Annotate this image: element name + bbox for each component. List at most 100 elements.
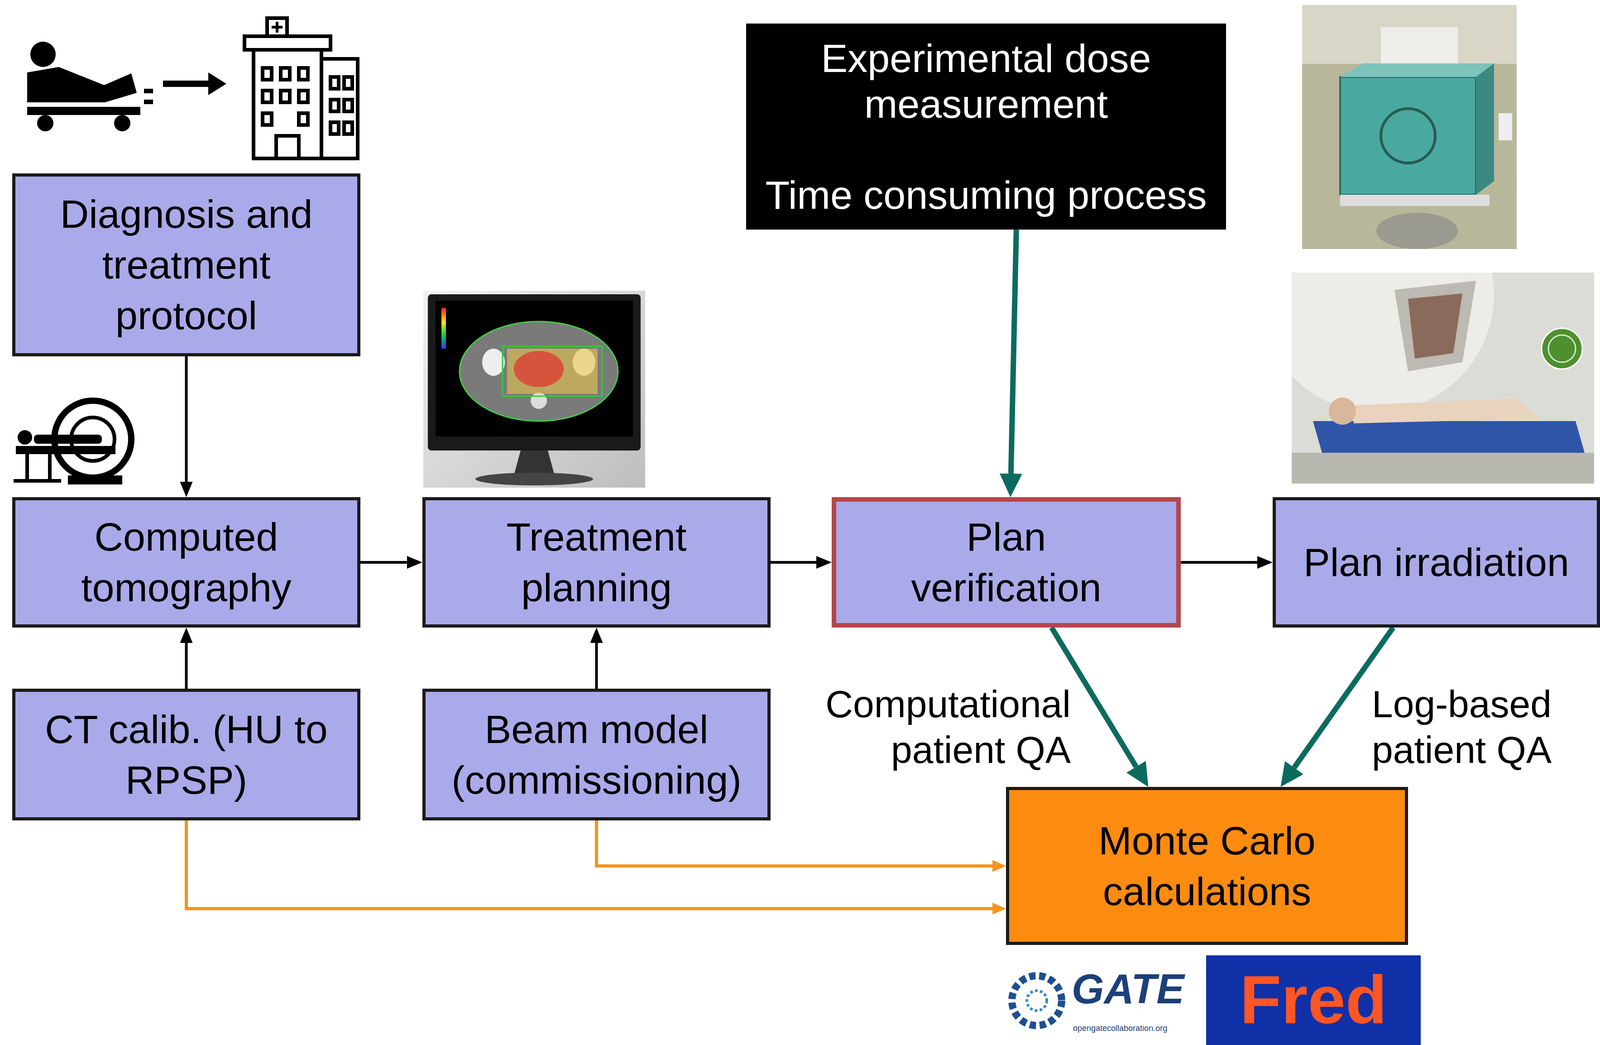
hospital-icon-part — [344, 99, 353, 112]
water-phantom-photo-part — [1340, 63, 1495, 77]
ct-scanner-icon-part — [25, 454, 29, 480]
ct-scanner-icon-part — [33, 434, 102, 444]
planning-monitor-part — [441, 307, 446, 349]
planning-monitor-part — [427, 294, 641, 451]
treatment-room-photo — [1291, 272, 1595, 484]
stretcher-icon-part — [114, 114, 131, 132]
fred-logo-background-part — [1206, 955, 1421, 1045]
monte-carlo-box: Monte Carlo calculations — [1005, 786, 1409, 945]
water-phantom-photo-part — [1340, 194, 1490, 206]
ct-scanner-icon-part — [47, 454, 52, 480]
water-phantom-photo-part — [1340, 76, 1476, 195]
hospital-icon-part — [330, 76, 339, 89]
hospital-icon-part — [330, 122, 339, 135]
ct-scanner-icon — [13, 400, 132, 485]
hospital-icon-part — [321, 58, 358, 159]
hospital-icon-part — [244, 36, 331, 50]
process-box: Plan irradiation — [1272, 497, 1600, 628]
water-phantom-photo-part — [1380, 108, 1436, 163]
hospital-icon-part — [276, 135, 299, 159]
hospital-icon-part — [298, 67, 308, 80]
stretcher-icon — [27, 41, 154, 132]
water-phantom-photo — [1302, 4, 1517, 250]
planning-monitor-part — [513, 450, 555, 476]
planning-monitor-part — [423, 290, 646, 488]
transfer-arrow-part — [162, 80, 211, 87]
treatment-room-photo-part — [1291, 272, 1495, 412]
hospital-icon-part — [298, 90, 308, 103]
planning-monitor-part — [530, 392, 547, 409]
node-text: Diagnosis and treatment protocol — [33, 188, 340, 341]
water-phantom-photo-part — [1376, 212, 1458, 250]
treatment-room-photo-part — [1541, 328, 1583, 369]
node-text: Plan verification — [879, 511, 1134, 614]
planning-monitor-part — [482, 348, 505, 376]
treatment-room-photo-part — [1328, 397, 1356, 425]
stretcher-icon-part — [30, 41, 56, 68]
planning-monitor — [423, 290, 646, 488]
hospital-icon-part — [253, 49, 322, 159]
stretcher-icon-part — [27, 106, 141, 115]
connector-arrow — [596, 820, 993, 867]
process-box: Treatment planning — [422, 497, 771, 628]
connector-arrow — [1010, 229, 1017, 474]
node-text: Treatment planning — [443, 511, 750, 614]
process-box: Computed tomography — [12, 497, 361, 628]
hospital-icon-part — [344, 122, 353, 135]
planning-monitor-part — [475, 472, 594, 486]
process-box: Beam model (commissioning) — [422, 688, 771, 821]
treatment-room-photo-part — [1312, 421, 1585, 453]
node-text: Experimental dose measurement — [800, 35, 1172, 127]
transfer-arrow-part — [208, 72, 227, 96]
highlighted-process-box: Plan verification — [831, 497, 1181, 628]
stretcher-icon-part — [37, 114, 54, 132]
hospital-icon-part — [280, 90, 290, 103]
hospital-icon-part — [267, 18, 288, 37]
logo-text: Fred — [1206, 958, 1421, 1041]
node-text: CT calib. (HU to RPSP) — [33, 704, 340, 806]
edge-label: Log-based patient QA — [1371, 681, 1567, 773]
connector-arrow — [185, 356, 188, 482]
edge-label: Computational patient QA — [817, 681, 1071, 773]
hospital-icon-part — [262, 113, 272, 125]
node-text: Plan irradiation — [1303, 536, 1570, 588]
ct-scanner-icon-part — [15, 445, 116, 455]
transfer-arrow — [162, 72, 227, 96]
treatment-room-photo-part — [1408, 293, 1463, 359]
planning-monitor-part — [502, 346, 603, 397]
ct-scanner-icon-part — [17, 430, 33, 445]
connector-arrow — [185, 642, 188, 689]
process-box: Diagnosis and treatment protocol — [12, 173, 361, 357]
hospital-icon — [244, 18, 358, 159]
treatment-room-photo-part — [1291, 452, 1595, 484]
fred-logo-background — [1206, 955, 1421, 1045]
node-text: Time consuming process — [765, 172, 1208, 218]
gate-logo-ring — [1011, 975, 1062, 1026]
note-box: Experimental dose measurementTime consum… — [746, 23, 1227, 230]
hospital-icon-part — [262, 90, 272, 103]
hospital-icon-part — [330, 99, 339, 112]
stretcher-icon-part — [143, 99, 154, 105]
connector-arrow — [770, 560, 817, 564]
gate-logo-ring-part — [1026, 990, 1047, 1011]
gate-logo-ring-part — [1011, 975, 1062, 1026]
logo-url: opengatecollaboration.org — [1073, 1024, 1168, 1033]
logo-text: GATE — [1071, 967, 1185, 1010]
planning-monitor-part — [513, 350, 564, 388]
treatment-room-photo-part — [1548, 335, 1576, 363]
stretcher-icon-part — [27, 67, 137, 103]
planning-monitor-part — [435, 300, 633, 437]
hospital-icon-part — [298, 113, 308, 125]
node-text: Monte Carlo calculations — [1044, 815, 1371, 917]
stretcher-icon-part — [143, 88, 154, 94]
treatment-room-photo-part — [1353, 398, 1540, 424]
water-phantom-photo-part — [1498, 113, 1513, 141]
water-phantom-photo-part — [1302, 4, 1517, 250]
connector-arrow — [360, 560, 408, 564]
connector-arrow — [595, 642, 599, 689]
node-text: Computed tomography — [33, 511, 340, 614]
water-phantom-photo-part — [1475, 63, 1495, 195]
connector-arrow — [186, 820, 993, 909]
hospital-icon-part — [280, 67, 290, 80]
